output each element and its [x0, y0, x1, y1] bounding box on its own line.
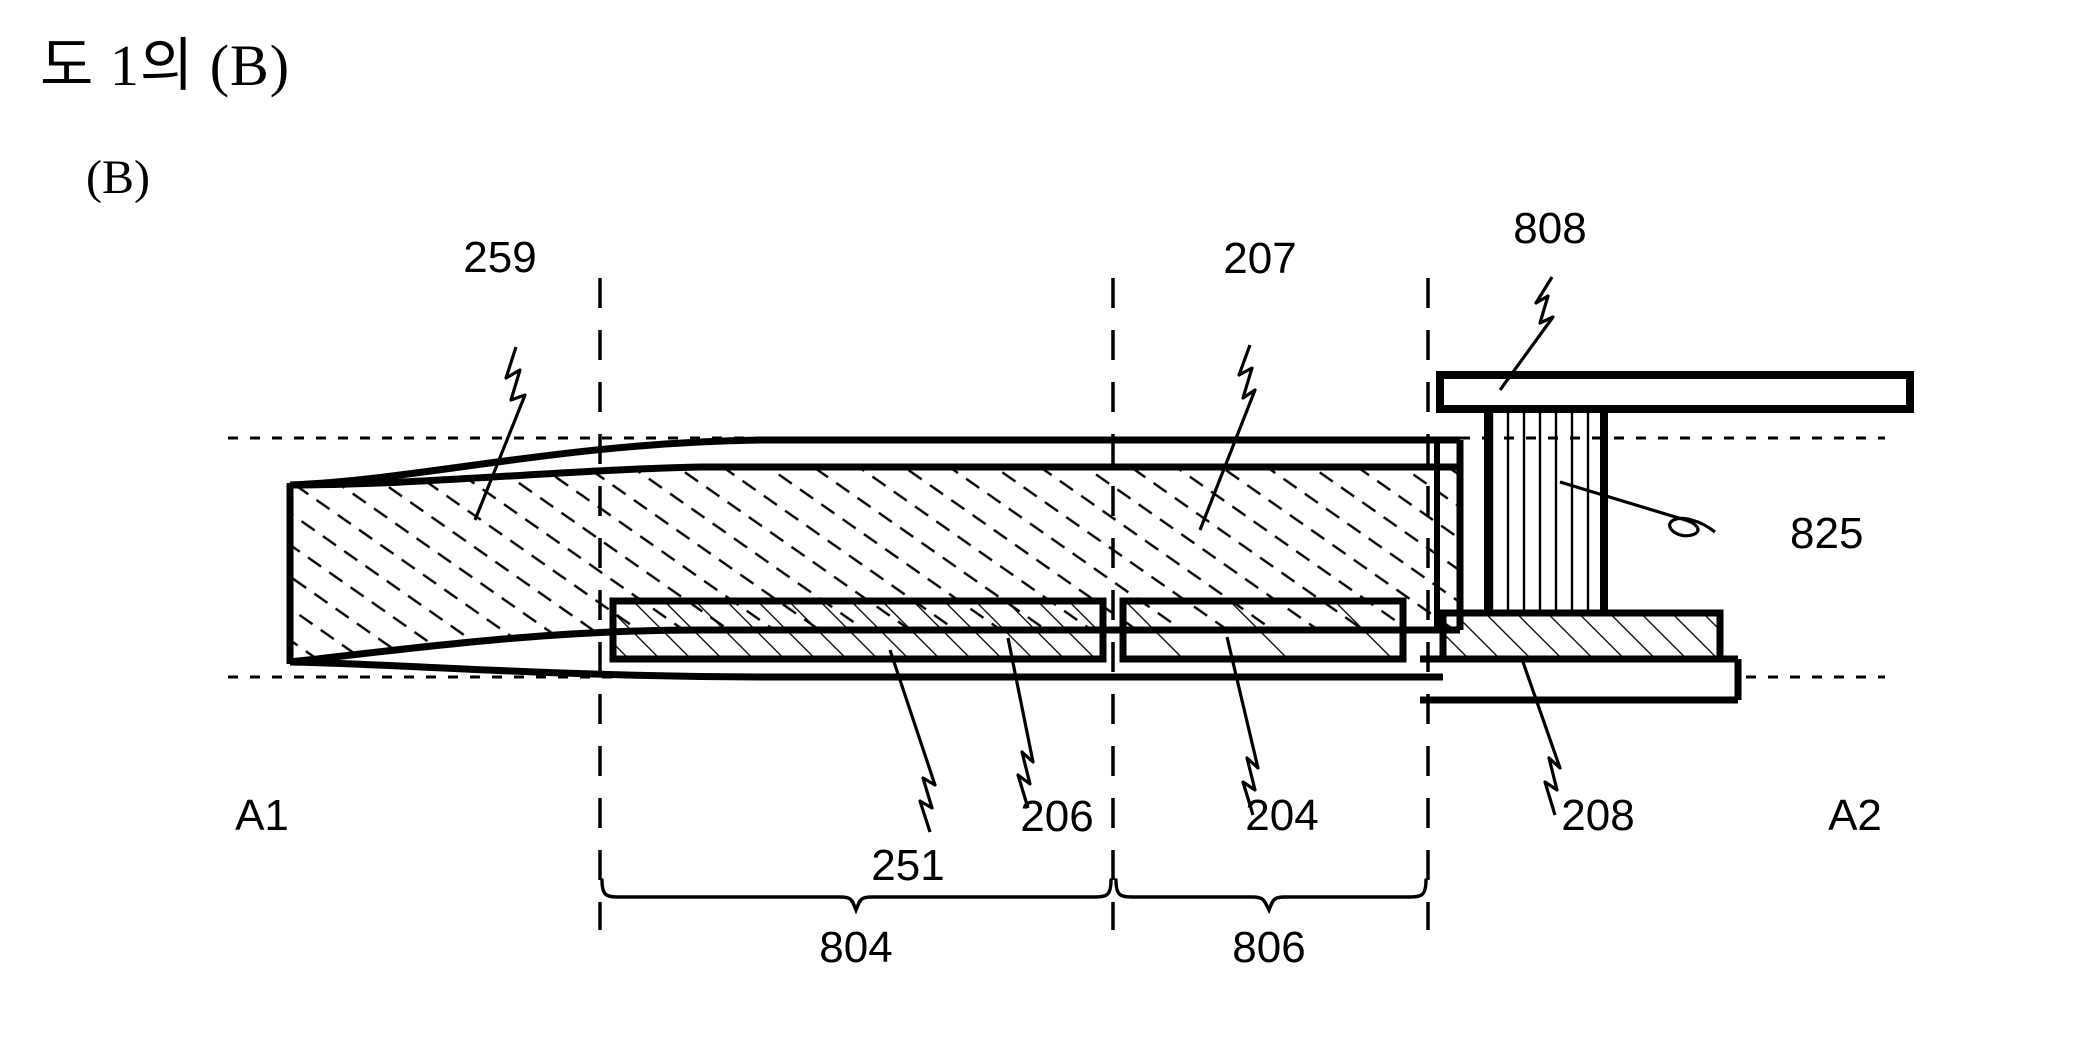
- ref-label-825: 825: [1790, 509, 1863, 558]
- leader-825: 825: [1559, 480, 1863, 558]
- ref-label-207: 207: [1223, 234, 1296, 283]
- column-hatch-fill: [1488, 399, 1604, 613]
- ref-label-808: 808: [1513, 204, 1586, 253]
- leader-808: 808: [1498, 204, 1587, 391]
- leader-line-825: [1559, 480, 1716, 538]
- sheath-upper-curve: [289, 436, 1460, 489]
- layer-204-shape: [1119, 597, 1407, 663]
- top-plate-rect: [1436, 371, 1914, 413]
- leader-line-808: [1498, 276, 1555, 391]
- leader-line-207: [1198, 344, 1257, 531]
- panel-label: (B): [86, 151, 150, 204]
- dimension-804: 804: [600, 878, 1113, 972]
- dimension-label-804: 804: [819, 923, 892, 972]
- leader-line-206: [1006, 637, 1035, 809]
- leader-259: 259: [463, 233, 537, 521]
- body-right-edges: [760, 436, 1464, 630]
- section-marker-a1: A1: [235, 791, 289, 840]
- dimension-806: 806: [1114, 878, 1428, 972]
- leader-206: 206: [1006, 637, 1094, 841]
- ref-label-259: 259: [463, 233, 536, 282]
- leader-line-259: [473, 346, 527, 521]
- brace-804: [600, 878, 1113, 915]
- leader-251: 251: [871, 649, 945, 890]
- ref-label-206: 206: [1020, 792, 1093, 841]
- leader-208: 208: [1521, 661, 1635, 840]
- section-marker-a2: A2: [1828, 791, 1882, 840]
- electrode-block: [609, 597, 1107, 663]
- electrode-251-206-shape: [609, 597, 1107, 663]
- section-markers: A1 A2: [235, 791, 1882, 840]
- leader-line-208: [1521, 661, 1562, 816]
- base-pad-208-shape: [1420, 609, 1742, 704]
- leader-line-251: [888, 649, 937, 833]
- leader-204: 204: [1225, 636, 1319, 840]
- ref-label-251: 251: [871, 841, 944, 890]
- ref-label-204: 204: [1245, 791, 1318, 840]
- figure-title: 도 1의 (B): [40, 33, 291, 98]
- brace-806: [1114, 878, 1428, 915]
- leader-207: 207: [1198, 234, 1297, 531]
- leader-line-204: [1225, 636, 1260, 816]
- top-plate-808-shape: [1436, 371, 1914, 413]
- substrate-plate-fill: [1443, 659, 1738, 700]
- sheath-259-shape: [286, 436, 1460, 681]
- sheath-lower-curve: [289, 658, 1460, 681]
- ref-label-208: 208: [1561, 791, 1634, 840]
- base-pad-strip: [1439, 609, 1724, 663]
- layer-204-block: [1119, 597, 1407, 663]
- post-column-825-shape: [1484, 399, 1608, 614]
- dimension-label-806: 806: [1232, 923, 1305, 972]
